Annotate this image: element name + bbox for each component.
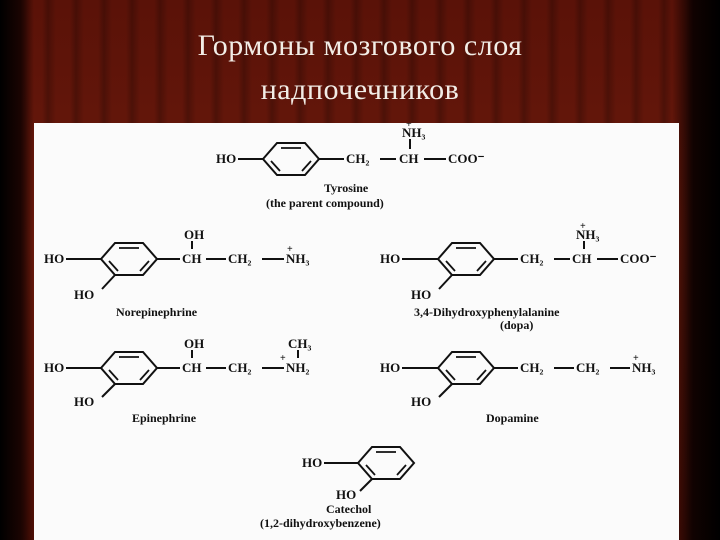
- structures-panel: HO CH₂ CH COO⁻ NH₃ + Tyrosine (the paren…: [34, 123, 679, 540]
- dopamine-nh3: NH₃: [632, 360, 656, 375]
- dopa-bond: [438, 274, 453, 290]
- norepinephrine-ch: CH: [182, 251, 202, 266]
- tyrosine-benzene-ring: [262, 142, 320, 176]
- catechol-structure: HO HO Catechol (1,2-dihydroxybenzene): [260, 446, 415, 530]
- norepinephrine-name: Norepinephrine: [116, 305, 198, 319]
- tyrosine-plus: +: [406, 123, 412, 130]
- tyrosine-note: (the parent compound): [266, 196, 384, 210]
- catechol-bond: [359, 478, 373, 492]
- dopamine-ch2-b: CH₂: [576, 360, 600, 375]
- epinephrine-benzene-ring: [100, 351, 158, 385]
- dopa-name: 3,4-Dihydroxyphenylalanine: [414, 305, 560, 319]
- norepinephrine-bond: [101, 274, 116, 290]
- left-curtain-shade: [0, 0, 34, 540]
- dopa-ho-2: HO: [411, 287, 431, 302]
- dopamine-benzene-ring: [437, 351, 495, 385]
- epinephrine-structure: HO HO CH OH CH₂ NH₂ + CH₃ Epinephrine: [44, 336, 312, 425]
- structures-diagram: HO CH₂ CH COO⁻ NH₃ + Tyrosine (the paren…: [44, 123, 657, 530]
- norepinephrine-benzene-ring: [100, 242, 158, 276]
- epinephrine-ch: CH: [182, 360, 202, 375]
- slide-title: Гормоны мозгового слоя надпочечников: [60, 24, 660, 112]
- norepinephrine-ch2: CH₂: [228, 251, 252, 266]
- right-curtain-shade: [672, 0, 720, 540]
- norepinephrine-structure: HO HO CH OH CH₂ NH₃ + Norepinephrine: [44, 227, 310, 319]
- dopa-coo: COO⁻: [620, 251, 657, 266]
- tyrosine-nh3: NH₃: [402, 125, 426, 140]
- dopamine-ch2-a: CH₂: [520, 360, 544, 375]
- epinephrine-bond: [101, 383, 116, 398]
- catechol-benzene-ring: [357, 446, 415, 480]
- tyrosine-ch2: CH₂: [346, 151, 370, 166]
- catechol-name: Catechol: [326, 502, 372, 516]
- norepinephrine-ho-2: HO: [74, 287, 94, 302]
- tyrosine-ch: CH: [399, 151, 419, 166]
- norepinephrine-oh: OH: [184, 227, 204, 242]
- epinephrine-oh: OH: [184, 336, 204, 351]
- epinephrine-plus: +: [280, 353, 286, 364]
- epinephrine-ch2: CH₂: [228, 360, 252, 375]
- dopa-structure: HO HO CH₂ CH COO⁻ NH₃ + 3,4-Dihydroxyphe…: [380, 221, 657, 332]
- dopamine-bond: [438, 383, 453, 398]
- tyrosine-coo: COO⁻: [448, 151, 485, 166]
- dopamine-ho-2: HO: [411, 394, 431, 409]
- dopamine-ho-1: HO: [380, 360, 400, 375]
- norepinephrine-plus: +: [287, 244, 293, 255]
- dopa-benzene-ring: [437, 242, 495, 276]
- epinephrine-ho-2: HO: [74, 394, 94, 409]
- tyrosine-structure: HO CH₂ CH COO⁻ NH₃ + Tyrosine (the paren…: [216, 123, 485, 210]
- tyrosine-ho: HO: [216, 151, 236, 166]
- dopamine-plus: +: [633, 353, 639, 364]
- dopa-ho-1: HO: [380, 251, 400, 266]
- catechol-note: (1,2-dihydroxybenzene): [260, 516, 381, 530]
- tyrosine-name: Tyrosine: [324, 181, 369, 195]
- dopa-note: (dopa): [500, 318, 533, 332]
- dopa-plus: +: [580, 221, 586, 232]
- dopamine-name: Dopamine: [486, 411, 539, 425]
- dopamine-structure: HO HO CH₂ CH₂ NH₃ + Dopamine: [380, 351, 656, 425]
- norepinephrine-ho-1: HO: [44, 251, 64, 266]
- dopa-nh3: NH₃: [576, 227, 600, 242]
- catechol-ho-1: HO: [302, 455, 322, 470]
- norepinephrine-nh3: NH₃: [286, 251, 310, 266]
- catechol-ho-2: HO: [336, 487, 356, 502]
- epinephrine-ch3: CH₃: [288, 336, 312, 351]
- epinephrine-ho-1: HO: [44, 360, 64, 375]
- title-line-2: надпочечников: [260, 73, 460, 106]
- dopa-ch: CH: [572, 251, 592, 266]
- epinephrine-name: Epinephrine: [132, 411, 197, 425]
- title-line-1: Гормоны мозгового слоя: [197, 29, 523, 62]
- epinephrine-nh2: NH₂: [286, 360, 310, 375]
- dopa-ch2: CH₂: [520, 251, 544, 266]
